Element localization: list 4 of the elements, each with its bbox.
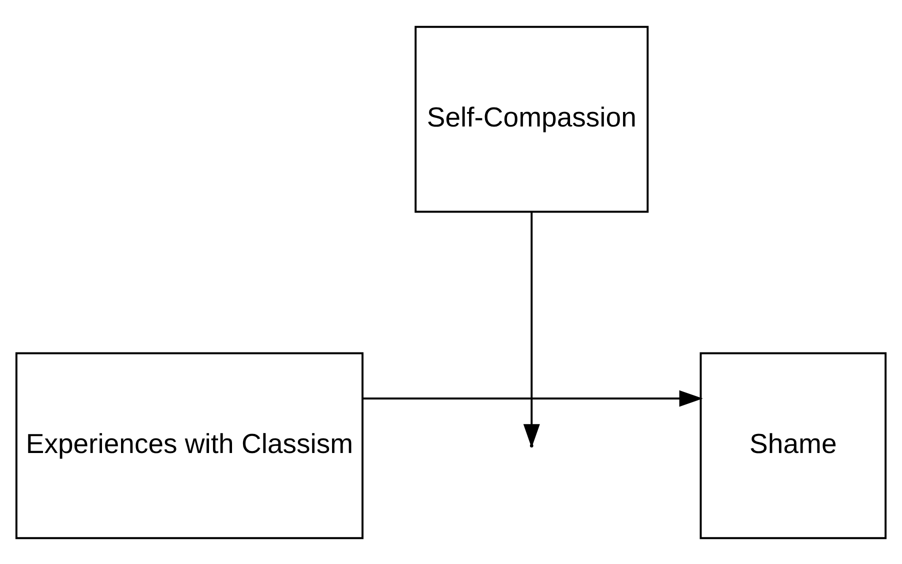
node-box: Self-Compassion: [414, 25, 649, 212]
arrow: [363, 390, 703, 406]
node-box: Experiences with Classism: [15, 352, 364, 539]
node-box: Shame: [700, 352, 887, 539]
